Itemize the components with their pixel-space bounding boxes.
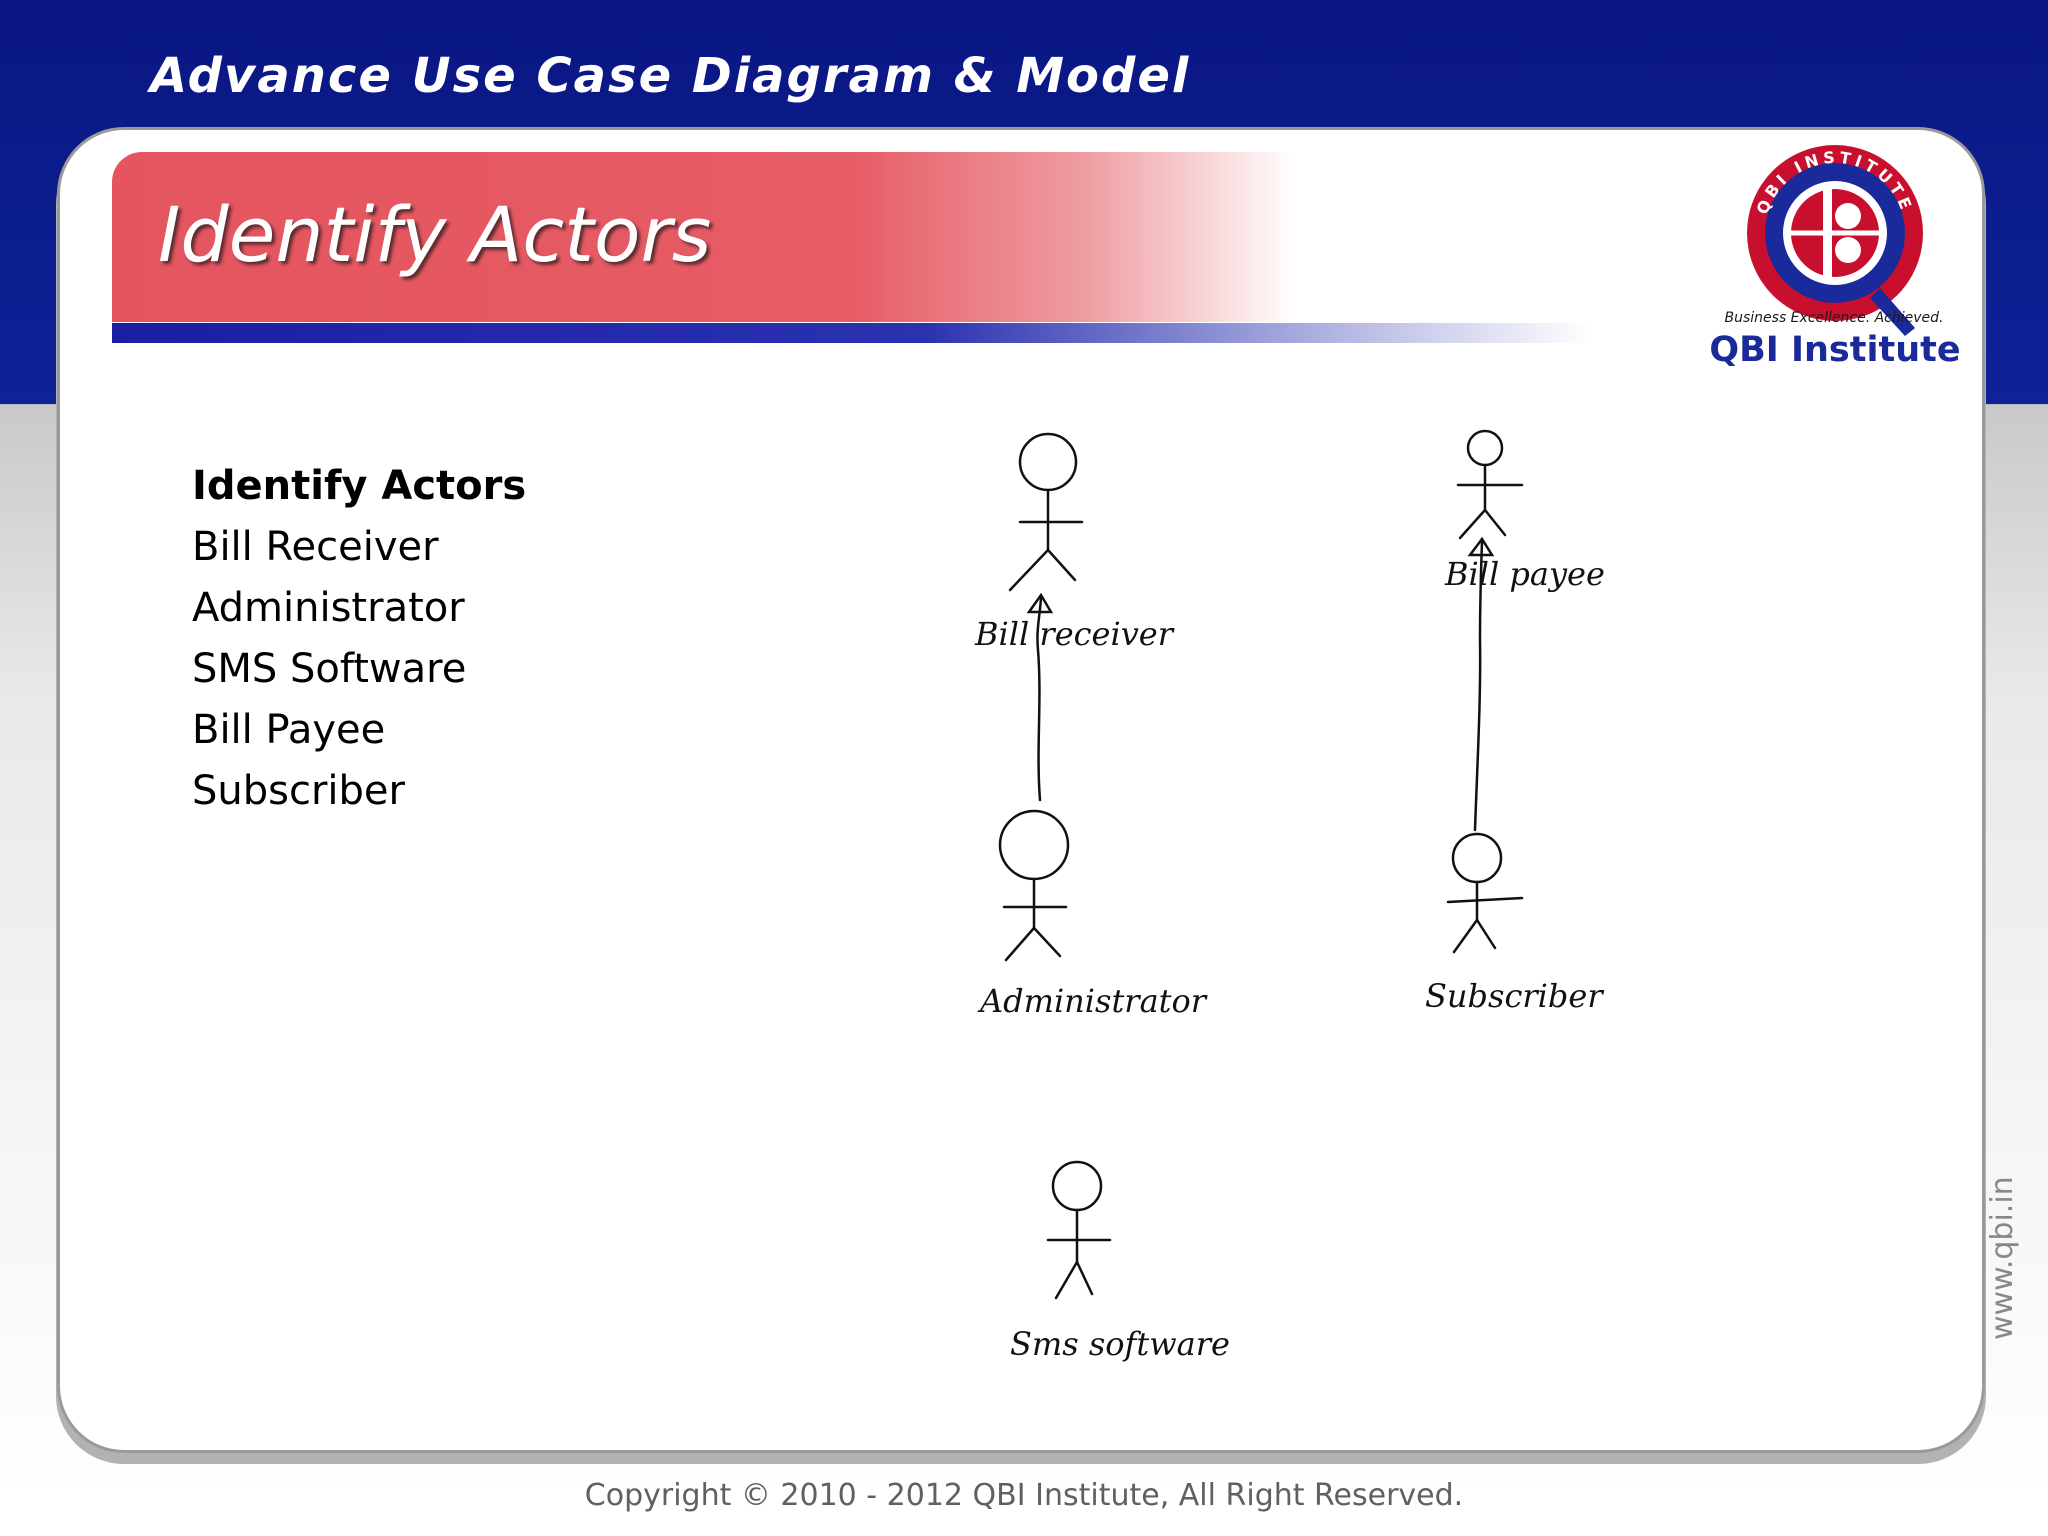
qbi-logo-mark: QBI INSTITUTE <box>1747 145 1923 336</box>
copyright-footer: Copyright © 2010 - 2012 QBI Institute, A… <box>584 1478 1464 1513</box>
actor-figure-sms-software <box>1046 1160 1112 1300</box>
actor-list-heading: Identify Actors <box>192 463 527 509</box>
actor-figure-administrator <box>998 809 1070 962</box>
actor-label-bill-payee: Bill payee <box>1444 555 1605 593</box>
actor-figure-bill-payee <box>1456 429 1524 540</box>
use-case-sketch: Bill receiver Administrator Bill payee S… <box>974 429 1605 1363</box>
side-url: www.qbi.in <box>1985 1176 2020 1340</box>
generalization-arrow-2 <box>1467 536 1495 832</box>
actor-figure-bill-receiver <box>1008 432 1084 592</box>
actor-list-item: Administrator <box>192 585 465 631</box>
content-card <box>60 130 1982 1450</box>
actor-list-item: Bill Receiver <box>192 524 439 570</box>
title-underline <box>112 323 1592 343</box>
logo-tagline: Business Excellence. Achieved. <box>1724 310 1944 326</box>
header-title: Advance Use Case Diagram & Model <box>150 48 1191 104</box>
actor-list: Identify Actors Bill Receiver Administra… <box>192 456 792 822</box>
actor-list-item: Bill Payee <box>192 707 386 753</box>
title-bar <box>112 152 1592 322</box>
actor-list-item: Subscriber <box>192 768 405 814</box>
logo-name: QBI Institute <box>1709 330 1961 370</box>
slide-title: Identify Actors <box>158 190 712 279</box>
actor-label-subscriber: Subscriber <box>1425 977 1604 1015</box>
actor-label-bill-receiver: Bill receiver <box>974 615 1175 653</box>
actor-label-sms-software: Sms software <box>1010 1325 1230 1363</box>
actor-figure-subscriber <box>1446 832 1524 954</box>
actor-list-item: SMS Software <box>192 646 467 692</box>
generalization-arrow-1 <box>1026 592 1054 802</box>
actor-label-administrator: Administrator <box>977 982 1208 1020</box>
qbi-logo: QBI INSTITUTE <box>1700 138 1970 378</box>
